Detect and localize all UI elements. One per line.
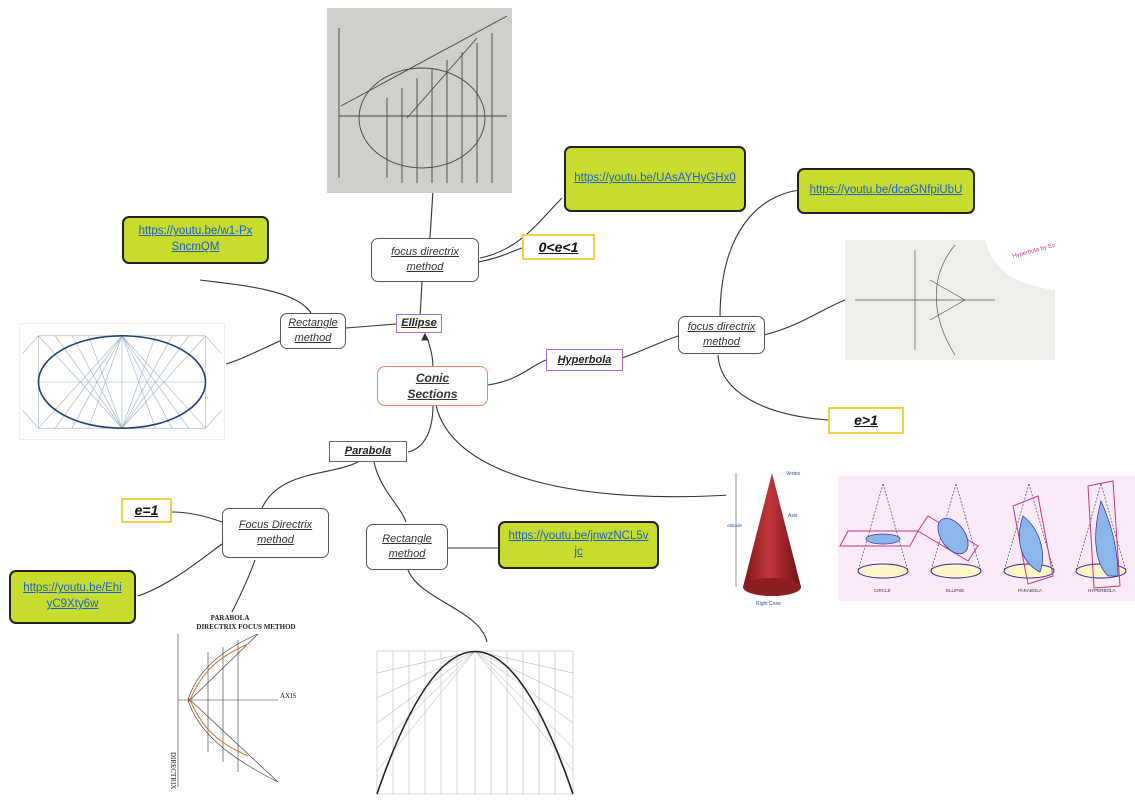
hyperbola-focus-directrix-photo: Hyperbola by Eccentricity Method <box>845 240 1055 360</box>
parabola-rectangle-method-node[interactable]: Rectangle method <box>366 524 448 570</box>
parabola-focus-directrix-node[interactable]: Focus Directrix method <box>222 508 329 558</box>
parabola-directrix-focus-image: PARABOLA DIRECTRIX FOCUS METHOD AXIS DIR… <box>168 612 308 795</box>
parabola-focus-directrix-label: Focus Directrix method <box>238 519 313 546</box>
parabola-rectangle-video-link[interactable]: https://youtu.be/jnwzNCL5vjc <box>498 521 659 569</box>
parabola-label: Parabola <box>344 445 392 458</box>
ellipse-rectangle-video-url: https://youtu.be/w1-PxSncmQM <box>138 225 253 253</box>
central-topic-label: Conic Sections <box>407 370 458 401</box>
parabola-image-directrix-label: DIRECTRIX <box>169 752 177 789</box>
ellipse-node[interactable]: Ellipse <box>396 314 442 333</box>
parabola-rectangle-video-url: https://youtu.be/jnwzNCL5vjc <box>508 530 649 558</box>
hyperbola-eccentricity-label: e>1 <box>854 412 878 429</box>
right-cone-drawing: Vertex Axis Altitude Right Cone <box>727 471 801 607</box>
ellipse-focus-video-url: https://youtu.be/UAsAYHyGHx0 <box>574 172 736 185</box>
ellipse-photo-drawing <box>327 8 512 193</box>
parabola-rectangle-method-label: Rectangle method <box>382 533 432 560</box>
hyperbola-photo-drawing: Hyperbola by Eccentricity Method <box>845 240 1055 360</box>
parabola-node[interactable]: Parabola <box>329 441 407 462</box>
cone-base-label: Right Cone <box>756 601 781 607</box>
ellipse-label: Ellipse <box>401 317 437 330</box>
hyperbola-focus-video-url: https://youtu.be/dcaGNfpiUbU <box>809 184 963 197</box>
cone-axis-label: Axis <box>788 513 798 519</box>
conic-sections-image: CIRCLE ELLIPSE PARABOLA HYPERBOLA <box>838 476 1135 601</box>
ellipse-rectangle-method-label: Rectangle method <box>288 317 338 344</box>
cone-vertex-label: Vertex <box>786 471 801 477</box>
section-hyperbola-label: HYPERBOLA <box>1088 588 1116 593</box>
parabola-image-subtitle: DIRECTRIX FOCUS METHOD <box>196 623 295 631</box>
hyperbola-focus-directrix-label: focus directrix method <box>687 321 756 348</box>
hyperbola-focus-directrix-node[interactable]: focus directrix method <box>678 316 765 354</box>
ellipse-eccentricity-node[interactable]: 0<e<1 <box>522 234 595 260</box>
ellipse-focus-video-link[interactable]: https://youtu.be/UAsAYHyGHx0 <box>564 146 746 212</box>
parabola-rectangle-method-image <box>369 643 581 798</box>
parabola-directrix-drawing: PARABOLA DIRECTRIX FOCUS METHOD AXIS DIR… <box>169 614 296 789</box>
ellipse-focus-directrix-photo <box>327 8 512 193</box>
hyperbola-node[interactable]: Hyperbola <box>546 349 623 371</box>
parabola-image-axis-label: AXIS <box>280 692 296 700</box>
right-cone-image: Vertex Axis Altitude Right Cone <box>726 467 818 608</box>
central-topic[interactable]: Conic Sections <box>377 366 488 406</box>
ellipse-focus-directrix-label: focus directrix method <box>391 246 459 273</box>
section-circle-label: CIRCLE <box>874 588 891 593</box>
hyperbola-label: Hyperbola <box>557 353 612 366</box>
ellipse-rectangle-video-link[interactable]: https://youtu.be/w1-PxSncmQM <box>122 216 269 264</box>
cone-altitude-label: Altitude <box>727 523 743 528</box>
parabola-eccentricity-node[interactable]: e=1 <box>121 498 172 523</box>
ellipse-rectangle-method-image <box>19 323 225 440</box>
conic-sections-drawing: CIRCLE ELLIPSE PARABOLA HYPERBOLA <box>839 480 1127 593</box>
parabola-focus-video-url: https://youtu.be/EhiyC9Xty6w <box>23 582 122 610</box>
parabola-rectangle-drawing <box>376 650 574 795</box>
ellipse-rectangle-drawing <box>22 335 222 429</box>
section-parabola-label: PARABOLA <box>1018 588 1042 593</box>
ellipse-eccentricity-label: 0<e<1 <box>538 238 579 255</box>
section-ellipse-label: ELLIPSE <box>946 588 964 593</box>
parabola-focus-video-link[interactable]: https://youtu.be/EhiyC9Xty6w <box>9 570 136 624</box>
parabola-image-title: PARABOLA <box>211 614 250 622</box>
parabola-eccentricity-label: e=1 <box>134 502 159 519</box>
ellipse-rectangle-method-node[interactable]: Rectangle method <box>280 313 346 349</box>
hyperbola-eccentricity-node[interactable]: e>1 <box>828 407 904 434</box>
ellipse-focus-directrix-node[interactable]: focus directrix method <box>371 238 479 282</box>
hyperbola-focus-video-link[interactable]: https://youtu.be/dcaGNfpiUbU <box>797 168 975 214</box>
